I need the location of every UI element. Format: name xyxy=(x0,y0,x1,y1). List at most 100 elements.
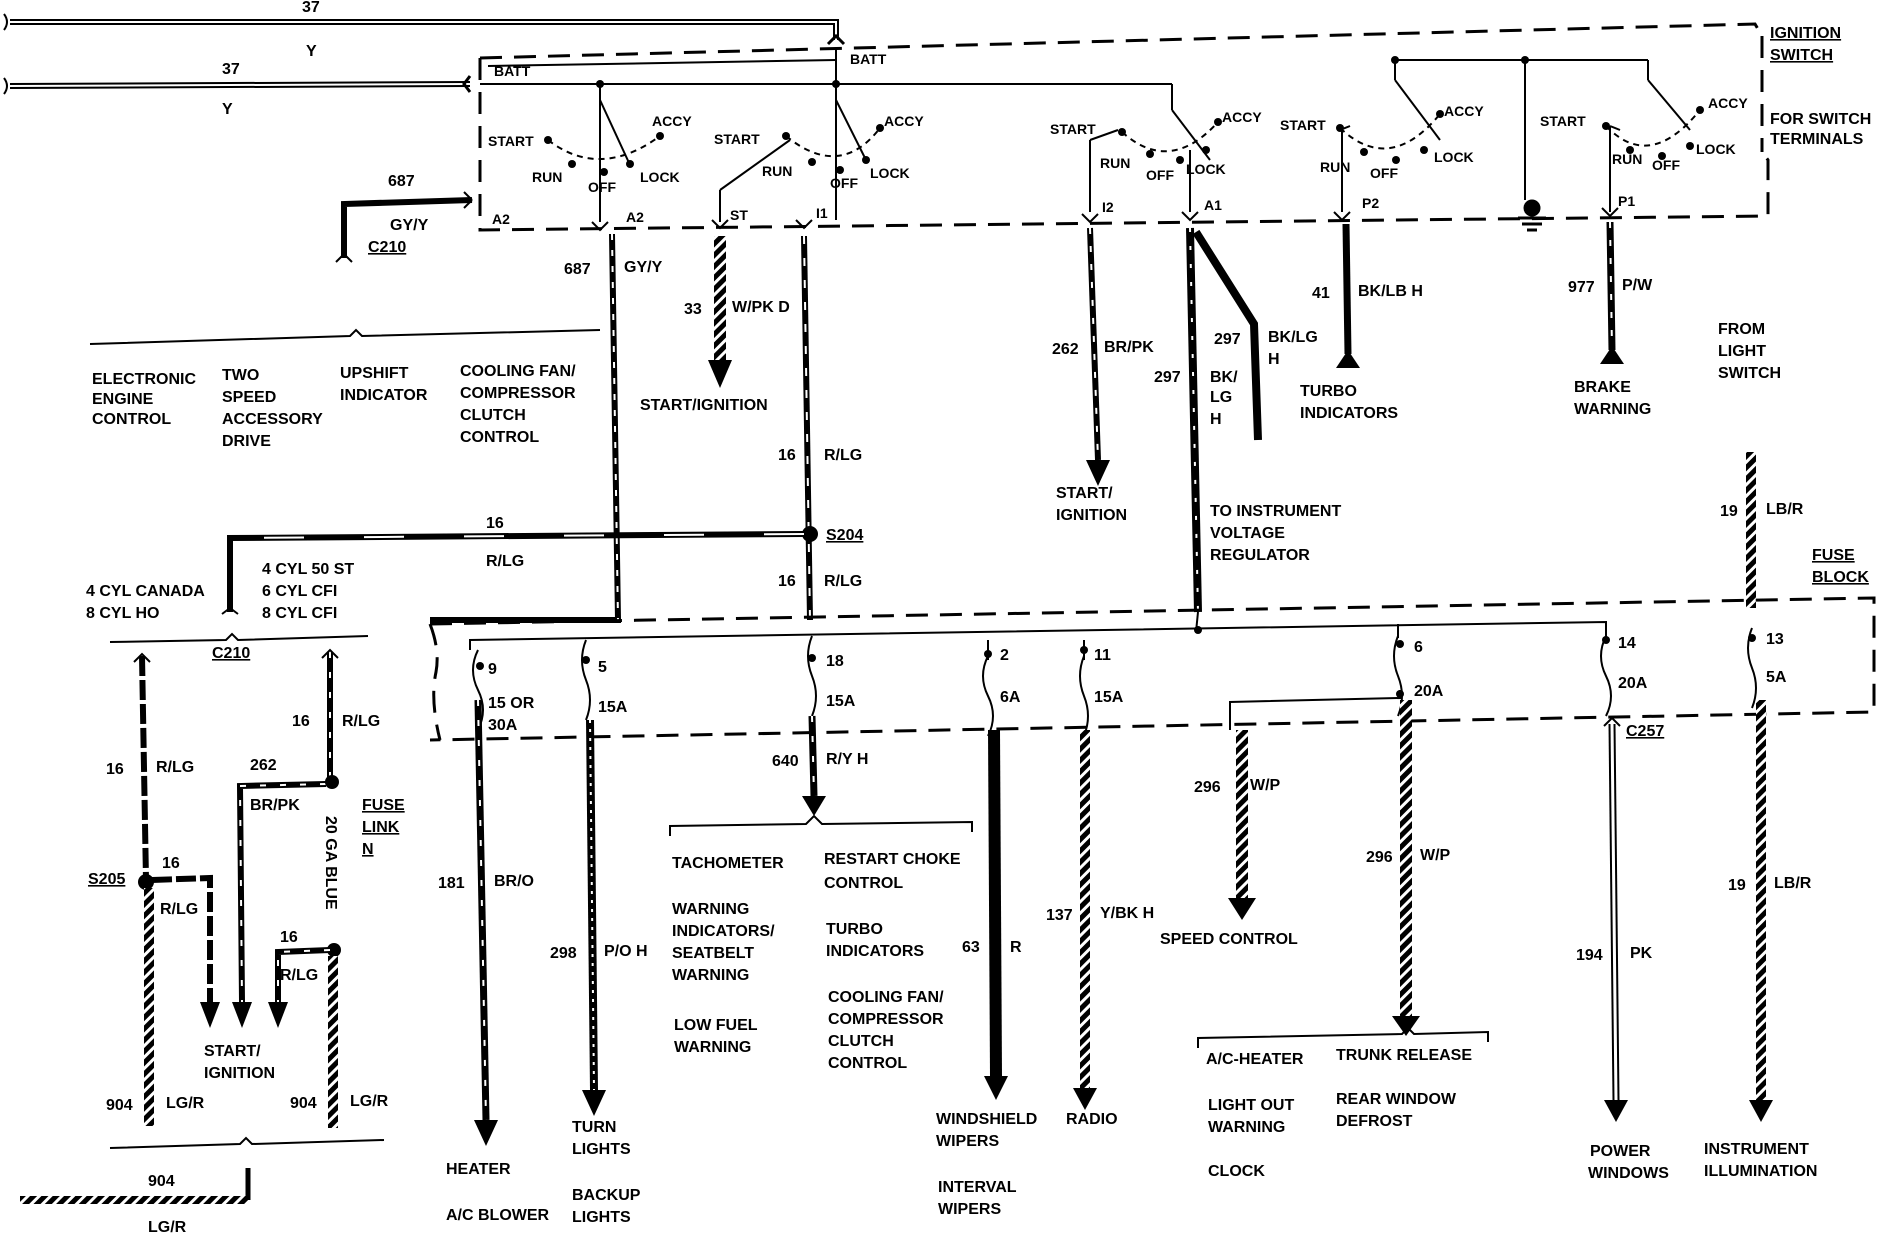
pos-run-4: RUN xyxy=(1320,159,1350,175)
fuse-bus xyxy=(469,611,1607,730)
wire-181 xyxy=(474,699,490,1121)
label-warn-4: WARNING xyxy=(672,967,749,984)
label-6cyl-cfi: 6 CYL CFI xyxy=(262,583,337,600)
switch-dots xyxy=(544,56,1704,176)
wire-19a-color: LB/R xyxy=(1766,501,1804,518)
label-two-speed-1: TWO xyxy=(222,367,259,384)
wire-297a-h: H xyxy=(1268,351,1280,368)
wire-904c-num: 904 xyxy=(148,1173,175,1190)
wire-37-top xyxy=(3,13,846,95)
arrow-977 xyxy=(1600,346,1624,364)
label-to-inst-1: TO INSTRUMENT xyxy=(1210,503,1341,520)
label-lowfuel-2: WARNING xyxy=(674,1039,751,1056)
wire-194-color: PK xyxy=(1630,945,1653,962)
label-ac-blower: A/C BLOWER xyxy=(446,1207,550,1224)
label-upshift-2: INDICATOR xyxy=(340,387,428,404)
pos-lock-1: LOCK xyxy=(640,169,680,185)
label-eec-2: ENGINE xyxy=(92,391,154,408)
wire-19b-color: LB/R xyxy=(1774,875,1812,892)
wire-16a-num: 16 xyxy=(778,447,796,464)
label-start-ign3-2: IGNITION xyxy=(204,1065,275,1082)
fuse-block-title-1: FUSE xyxy=(1812,547,1855,564)
pos-off-5: OFF xyxy=(1652,157,1680,173)
switch-arcs xyxy=(547,109,1701,160)
fuse-9-amp2: 30A xyxy=(488,717,518,734)
terminal-arrows xyxy=(591,207,1619,232)
eec-labels: ELECTRONIC ENGINE CONTROL TWO SPEED ACCE… xyxy=(92,363,576,450)
pos-start-3: START xyxy=(1050,121,1096,137)
wire-16e-color: R/LG xyxy=(160,901,198,918)
arrow-296b xyxy=(1392,1016,1420,1036)
wire-41-color: BK/LB H xyxy=(1358,283,1423,300)
fuse-symbols xyxy=(472,627,1757,737)
pos-run-3: RUN xyxy=(1100,155,1130,171)
pos-off-4: OFF xyxy=(1370,165,1398,181)
label-interval-2: WIPERS xyxy=(938,1201,1001,1218)
label-brake-2: WARNING xyxy=(1574,401,1651,418)
fuse-5-num: 5 xyxy=(598,659,607,676)
wire-63-num: 63 xyxy=(962,939,980,956)
wire-16f-num: 16 xyxy=(292,713,310,730)
arrow-298 xyxy=(582,1090,606,1116)
wire-37a-num: 37 xyxy=(302,0,320,16)
connector-c210-top: C210 xyxy=(368,239,406,256)
label-power-1: POWER xyxy=(1590,1143,1651,1160)
fuse-block-title-2: BLOCK xyxy=(1812,569,1869,586)
pos-lock-4: LOCK xyxy=(1434,149,1474,165)
wire-41 xyxy=(1342,223,1352,355)
fuse-9-amp1: 15 OR xyxy=(488,695,535,712)
label-from-light-2: LIGHT xyxy=(1718,343,1766,360)
label-from-light-1: FROM xyxy=(1718,321,1765,338)
label-warn-3: SEATBELT xyxy=(672,945,754,962)
label-turbo1-2: INDICATORS xyxy=(1300,405,1398,422)
label-clock: CLOCK xyxy=(1208,1163,1265,1180)
term-p1: P1 xyxy=(1618,193,1635,209)
bracket-904 xyxy=(109,1136,385,1149)
wire-37b-color: Y xyxy=(222,101,233,118)
label-interval-1: INTERVAL xyxy=(938,1179,1017,1196)
wire-63 xyxy=(988,729,1002,1077)
wire-181-color: BR/O xyxy=(494,873,534,890)
arrow-19 xyxy=(1749,1100,1773,1122)
wire-687-left-num: 687 xyxy=(388,173,415,190)
splice-s204 xyxy=(802,526,818,542)
terminal-labels: A2 A2 ST I1 I2 A1 P2 P1 xyxy=(492,193,1635,227)
pos-start-1: START xyxy=(488,133,534,149)
pos-lock-2: LOCK xyxy=(870,165,910,181)
fuse-14-amp: 20A xyxy=(1618,675,1648,692)
wire-262-i2 xyxy=(1087,227,1101,461)
wire-16-left xyxy=(133,652,151,881)
arrow-296a xyxy=(1228,898,1256,920)
wire-904a-num: 904 xyxy=(106,1097,133,1114)
label-heater: HEATER xyxy=(446,1161,511,1178)
wire-16-s205-branch xyxy=(151,874,213,1002)
fuse-14-num: 14 xyxy=(1618,635,1636,652)
switch-internal-lines xyxy=(480,50,1691,222)
label-to-inst-3: REGULATOR xyxy=(1210,547,1310,564)
wire-63-color: R xyxy=(1010,939,1022,956)
label-warn-2: INDICATORS/ xyxy=(672,923,775,940)
label-inst-2: ILLUMINATION xyxy=(1704,1163,1817,1180)
label-cooling2-4: CONTROL xyxy=(828,1055,907,1072)
label-restart-2: CONTROL xyxy=(824,875,903,892)
arrow-16-fuse xyxy=(268,1002,288,1028)
pos-start-5: START xyxy=(1540,113,1586,129)
connector-c210-bottom: C210 xyxy=(212,645,250,662)
wire-262a-color: BR/PK xyxy=(1104,339,1154,356)
wire-298 xyxy=(586,719,598,1091)
label-8cyl-cfi: 8 CYL CFI xyxy=(262,605,337,622)
label-backup-2: LIGHTS xyxy=(572,1209,631,1226)
wire-33 xyxy=(708,236,732,388)
label-wipers-1: WINDSHIELD xyxy=(936,1111,1037,1128)
label-turbo2-2: INDICATORS xyxy=(826,943,924,960)
pos-off-1: OFF xyxy=(588,179,616,195)
fuse-6-amp: 20A xyxy=(1414,683,1444,700)
label-4cyl-50st: 4 CYL 50 ST xyxy=(262,561,354,578)
term-a1: A1 xyxy=(1204,197,1222,213)
wire-296b-num: 296 xyxy=(1366,849,1393,866)
pos-run-5: RUN xyxy=(1612,151,1642,167)
switch-position-labels: START RUN OFF ACCY LOCK START RUN OFF AC… xyxy=(488,95,1748,195)
wire-977-num: 977 xyxy=(1568,279,1595,296)
label-lowfuel-1: LOW FUEL xyxy=(674,1017,758,1034)
wire-137-color: Y/BK H xyxy=(1100,905,1154,922)
